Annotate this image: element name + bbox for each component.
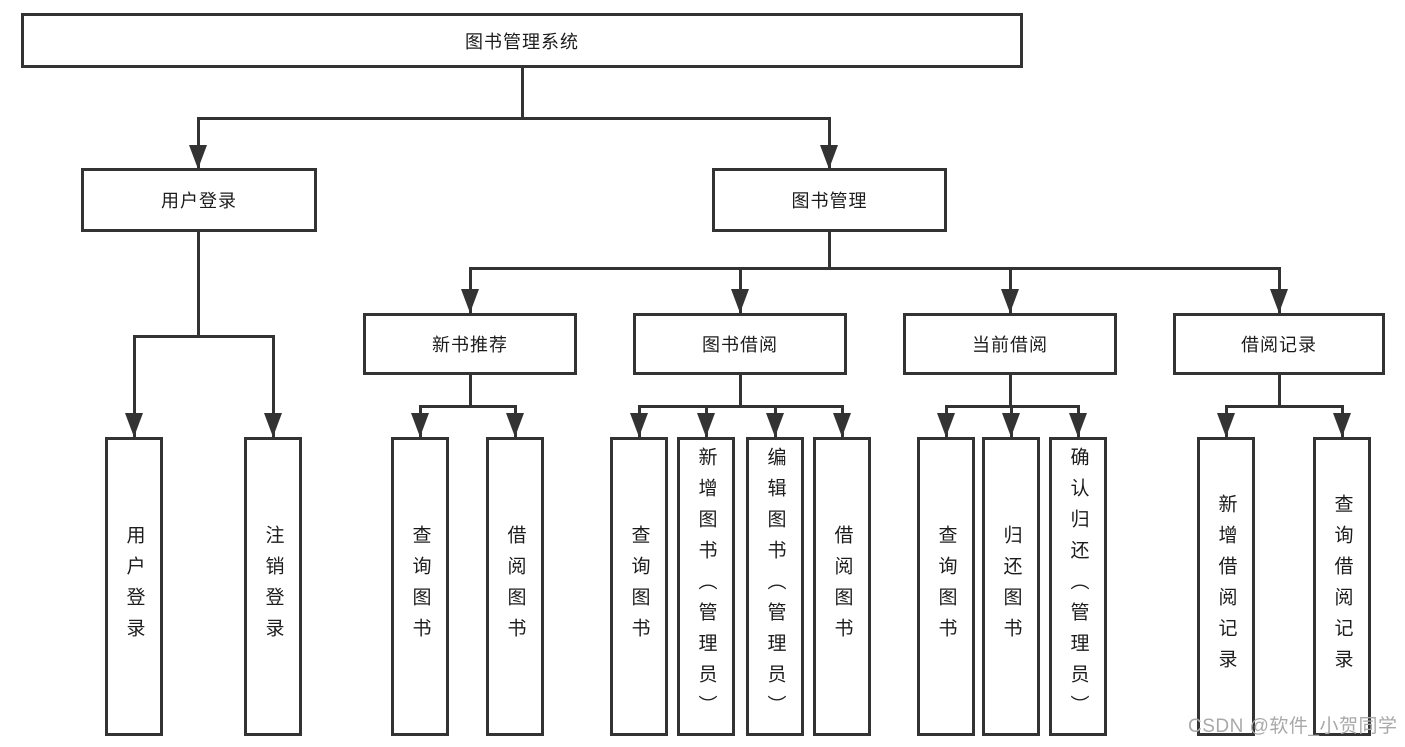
arrow-down-icon (1270, 289, 1288, 313)
arrow-down-icon (1002, 413, 1020, 437)
connector-line (469, 375, 472, 408)
leaf-query-borrow-record-label: 查询借阅记录 (1331, 493, 1353, 680)
watermark: CSDN @软件_小贺同学 (1188, 716, 1398, 737)
leaf-logout: 注销登录 (244, 437, 302, 736)
leaf-return-book: 归还图书 (982, 437, 1040, 736)
arrow-down-icon (189, 145, 207, 169)
connector-line (1278, 375, 1281, 408)
leaf-add-book-admin-label: 新增图书（管理员） (695, 447, 717, 726)
arrow-down-icon (766, 413, 784, 437)
node-new-book-recommend: 新书推荐 (363, 313, 577, 375)
leaf-borrow-query-book-label: 查询图书 (628, 524, 650, 649)
connector-line (469, 267, 1281, 270)
leaf-borrow-book-label: 借阅图书 (831, 524, 853, 649)
connector-line (197, 232, 200, 338)
node-current-borrowing: 当前借阅 (903, 313, 1117, 375)
connector-line (419, 405, 517, 408)
arrow-down-icon (630, 413, 648, 437)
node-current-borrowing-label: 当前借阅 (972, 335, 1048, 355)
arrow-down-icon (125, 413, 143, 437)
arrow-down-icon (731, 289, 749, 313)
node-borrowing-records: 借阅记录 (1173, 313, 1385, 375)
connector-line (1009, 375, 1012, 408)
leaf-user-login: 用户登录 (105, 437, 163, 736)
leaf-edit-book-admin-label: 编辑图书（管理员） (764, 447, 786, 726)
leaf-current-query-book: 查询图书 (917, 437, 975, 736)
connector-line (272, 335, 275, 437)
arrow-down-icon (1001, 289, 1019, 313)
node-book-management-label: 图书管理 (791, 191, 868, 211)
connector-line (739, 375, 742, 408)
arrow-down-icon (411, 413, 429, 437)
arrow-down-icon (264, 413, 282, 437)
node-user-login: 用户登录 (81, 168, 317, 232)
leaf-user-login-label: 用户登录 (123, 524, 145, 649)
leaf-return-book-label: 归还图书 (1000, 524, 1022, 649)
leaf-confirm-return-admin-label: 确认归还（管理员） (1067, 447, 1089, 726)
connector-line (133, 335, 136, 437)
node-book-borrowing: 图书借阅 (633, 313, 847, 375)
node-book-management: 图书管理 (712, 168, 947, 232)
node-new-book-recommend-label: 新书推荐 (432, 335, 508, 355)
connector-line (638, 405, 844, 408)
leaf-borrow-query-book: 查询图书 (610, 437, 668, 736)
connector-line (521, 68, 524, 120)
arrow-down-icon (1069, 413, 1087, 437)
arrow-down-icon (506, 413, 524, 437)
leaf-add-borrow-record-label: 新增借阅记录 (1215, 493, 1237, 680)
arrow-down-icon (461, 289, 479, 313)
arrow-down-icon (833, 413, 851, 437)
connector-line (828, 232, 831, 270)
leaf-logout-label: 注销登录 (262, 524, 284, 649)
connector-line (1225, 405, 1344, 408)
arrow-down-icon (697, 413, 715, 437)
node-borrowing-records-label: 借阅记录 (1241, 335, 1317, 355)
node-library-system-label: 图书管理系统 (465, 31, 579, 52)
arrow-down-icon (1217, 413, 1235, 437)
leaf-current-query-book-label: 查询图书 (935, 524, 957, 649)
leaf-add-book-admin: 新增图书（管理员） (677, 437, 735, 736)
arrow-down-icon (820, 145, 838, 169)
leaf-newbook-query-book: 查询图书 (391, 437, 449, 736)
arrow-down-icon (937, 413, 955, 437)
leaf-query-borrow-record: 查询借阅记录 (1313, 437, 1371, 736)
connector-line (828, 117, 831, 169)
leaf-edit-book-admin: 编辑图书（管理员） (746, 437, 804, 736)
leaf-borrow-book: 借阅图书 (813, 437, 871, 736)
arrow-down-icon (1333, 413, 1351, 437)
leaf-add-borrow-record: 新增借阅记录 (1197, 437, 1255, 736)
connector-line (197, 117, 200, 169)
leaf-newbook-borrow-book-label: 借阅图书 (504, 524, 526, 649)
leaf-confirm-return-admin: 确认归还（管理员） (1049, 437, 1107, 736)
node-library-system: 图书管理系统 (21, 13, 1023, 68)
node-user-login-label: 用户登录 (161, 191, 237, 211)
leaf-newbook-query-book-label: 查询图书 (409, 524, 431, 649)
connector-line (198, 117, 831, 120)
connector-line (133, 335, 275, 338)
node-book-borrowing-label: 图书借阅 (702, 335, 778, 355)
leaf-newbook-borrow-book: 借阅图书 (486, 437, 544, 736)
